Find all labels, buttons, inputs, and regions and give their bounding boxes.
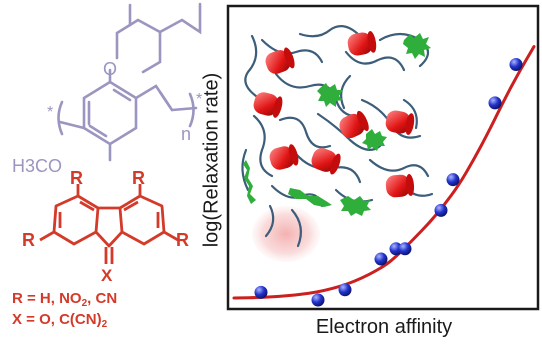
data-point-2 [311,293,325,307]
fit-curve [232,45,536,300]
polymer-end-mark-left: * [47,104,53,121]
exciton-cloud-icon [252,206,320,262]
data-point-7 [434,203,448,217]
data-point-1 [254,285,268,299]
data-point-10 [509,57,523,71]
data-point-3 [338,283,352,297]
ligand-icon [243,33,431,216]
acceptor-r-top-left: R [70,168,83,188]
acceptor-x-label: X [101,266,113,285]
polymer-end-mark-right: * [196,91,202,108]
acceptor-molecules-icon [253,31,415,198]
data-point-5 [389,242,403,256]
polymer-repeat-label: n [181,124,191,144]
polymer-oxygen-label: O [103,59,117,79]
acceptor-r-right: R [176,230,189,250]
x-axis-label: Electron affinity [315,316,453,338]
polymer-structure [57,2,202,162]
data-point-8 [446,173,460,187]
inset-illustration [241,25,434,262]
acceptor-r-top-right: R [132,168,145,188]
acceptor-r-definition: R = H, NO2, CN [12,290,118,309]
acceptor-r-left: R [22,230,35,250]
data-point-6 [398,242,412,256]
acceptor-x-definition: X = O, C(CN)2 [12,311,108,330]
data-point-9 [488,96,502,110]
polymer-methoxy-label: H3CO [12,156,62,176]
acceptor-structure [39,184,179,264]
y-axis-label: log(Relaxation rate) [200,72,223,248]
data-point-4 [374,252,388,266]
